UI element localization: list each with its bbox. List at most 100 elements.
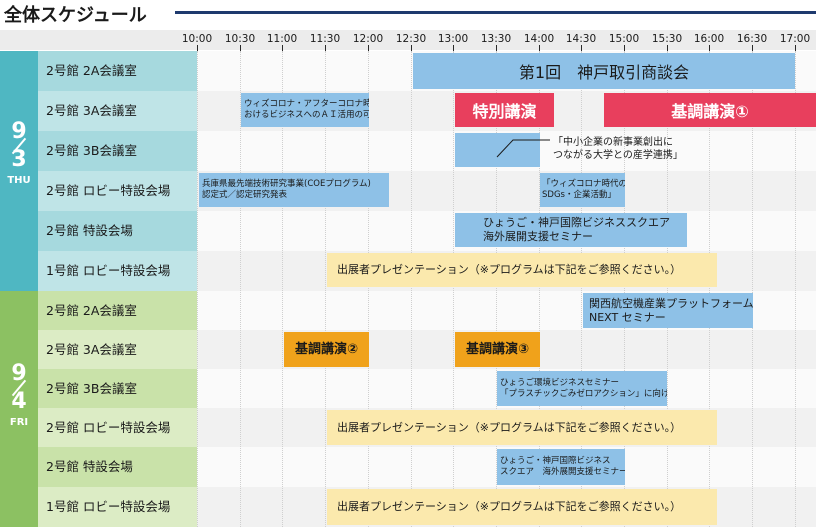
time-tick [624,45,625,51]
time-tick [240,45,241,51]
time-gridline [709,51,710,527]
event-block[interactable] [455,133,540,167]
time-header [0,30,816,50]
event-callout: 「中小企業の新事業創出に つながる大学との産学連携」 [553,137,683,161]
time-gridline [795,51,796,527]
time-tick [368,45,369,51]
time-gridline [453,51,454,527]
room-label: 1号館 ロビー特設会場 [38,251,197,291]
title-rule [175,11,816,14]
time-gridline [667,51,668,527]
event-block[interactable]: 出展者プレゼンテーション（※プログラムは下記をご参照ください。） [327,489,717,525]
time-gridline [325,51,326,527]
event-block[interactable]: 基調講演② [284,332,369,367]
time-gridline [282,51,283,527]
day-date: 4 [11,389,27,414]
day-cell-fri: 9 4 FRI [0,291,38,527]
time-tick [709,45,710,51]
time-label: 12:00 [352,33,384,45]
room-label: 2号館 3B会議室 [38,131,197,171]
room-label: 2号館 3A会議室 [38,91,197,131]
time-tick [667,45,668,51]
event-title: 第1回 神戸取引商談会 [518,63,690,82]
event-block[interactable]: ひょうご環境ビジネスセミナー 「プラスチックごみゼロアクション」に向けて [497,371,667,406]
event-title: 基調講演① [671,102,749,121]
time-label: 12:30 [395,33,427,45]
time-gridline [539,51,540,527]
event-title: ひょうご・神戸国際ビジネス スクエア 海外展開支援セミナー [500,456,625,477]
time-label: 17:00 [779,33,811,45]
event-block[interactable]: 出展者プレゼンテーション（※プログラムは下記をご参照ください。） [327,253,717,287]
time-label: 15:30 [651,33,683,45]
event-block[interactable]: 特別講演 [455,93,554,127]
event-title: 出展者プレゼンテーション（※プログラムは下記をご参照ください。） [337,500,682,513]
event-title: 特別講演 [472,102,537,121]
event-block[interactable]: 基調講演① [604,93,816,127]
time-tick [795,45,796,51]
event-block[interactable]: 第1回 神戸取引商談会 [413,53,795,89]
event-block[interactable]: 関西航空機産業プラットフォーム NEXT セミナー [583,293,753,328]
event-title: 兵庫県最先端技術研究事業(COEプログラム) 認定式／認定研究発表 [202,179,371,200]
day-date: 3 [11,147,27,172]
time-label: 10:00 [181,33,213,45]
event-title: 出展者プレゼンテーション（※プログラムは下記をご参照ください。） [337,263,682,276]
time-label: 11:30 [309,33,341,45]
time-label: 13:00 [437,33,469,45]
room-label: 2号館 特設会場 [38,447,197,487]
time-label: 15:00 [608,33,640,45]
time-label: 14:30 [565,33,597,45]
event-block[interactable]: 基調講演③ [455,332,540,367]
time-label: 11:00 [266,33,298,45]
time-label: 16:30 [736,33,768,45]
room-label: 1号館 ロビー特設会場 [38,487,197,527]
time-tick [325,45,326,51]
event-block[interactable]: ウィズコロナ・アフターコロナ時代に おけるビジネスへのＡＩ活用の可能性 [241,93,369,127]
time-tick [411,45,412,51]
page-title: 全体スケジュール [4,5,147,26]
time-tick [539,45,540,51]
room-label: 2号館 ロビー特設会場 [38,408,197,447]
event-block[interactable]: 「ウィズコロナ時代の SDGs・企業活動」 [540,173,625,207]
room-label: 2号館 3B会議室 [38,369,197,408]
time-label: 13:30 [480,33,512,45]
time-gridline [624,51,625,527]
time-tick [581,45,582,51]
event-title: 出展者プレゼンテーション（※プログラムは下記をご参照ください。） [337,420,682,434]
event-block[interactable]: ひょうご・神戸国際ビジネススクエア 海外展開支援セミナー [455,213,687,247]
time-gridline [240,51,241,527]
time-tick [496,45,497,51]
time-label: 10:30 [224,33,256,45]
time-tick [197,45,198,51]
room-label: 2号館 2A会議室 [38,291,197,330]
room-label: 2号館 2A会議室 [38,51,197,91]
time-gridline [197,51,198,527]
room-label: 2号館 ロビー特設会場 [38,171,197,211]
event-title: ひょうご環境ビジネスセミナー 「プラスチックごみゼロアクション」に向けて [500,377,667,399]
event-title: ウィズコロナ・アフターコロナ時代に おけるビジネスへのＡＩ活用の可能性 [244,99,369,120]
time-tick [282,45,283,51]
day-month: 9 [11,119,27,144]
time-gridline [368,51,369,527]
time-gridline [496,51,497,527]
event-title: ひょうご・神戸国際ビジネススクエア 海外展開支援セミナー [483,216,670,243]
room-label: 2号館 3A会議室 [38,330,197,369]
time-tick [453,45,454,51]
event-title: 基調講演③ [465,341,529,357]
day-weekday: FRI [9,417,29,428]
event-title: 基調講演② [294,341,358,357]
time-gridline [581,51,582,527]
event-block[interactable]: 出展者プレゼンテーション（※プログラムは下記をご参照ください。） [327,410,717,445]
time-label: 14:00 [523,33,555,45]
event-title: 関西航空機産業プラットフォーム NEXT セミナー [589,296,753,324]
time-gridline [752,51,753,527]
callout-line [496,139,550,158]
time-gridline [411,51,412,527]
day-month: 9 [11,361,27,386]
time-label: 16:00 [693,33,725,45]
event-block[interactable]: ひょうご・神戸国際ビジネス スクエア 海外展開支援セミナー [497,449,625,485]
event-block[interactable]: 兵庫県最先端技術研究事業(COEプログラム) 認定式／認定研究発表 [199,173,389,207]
event-title: 「ウィズコロナ時代の SDGs・企業活動」 [542,179,625,200]
room-label: 2号館 特設会場 [38,211,197,251]
time-tick [752,45,753,51]
day-weekday: THU [7,175,31,186]
